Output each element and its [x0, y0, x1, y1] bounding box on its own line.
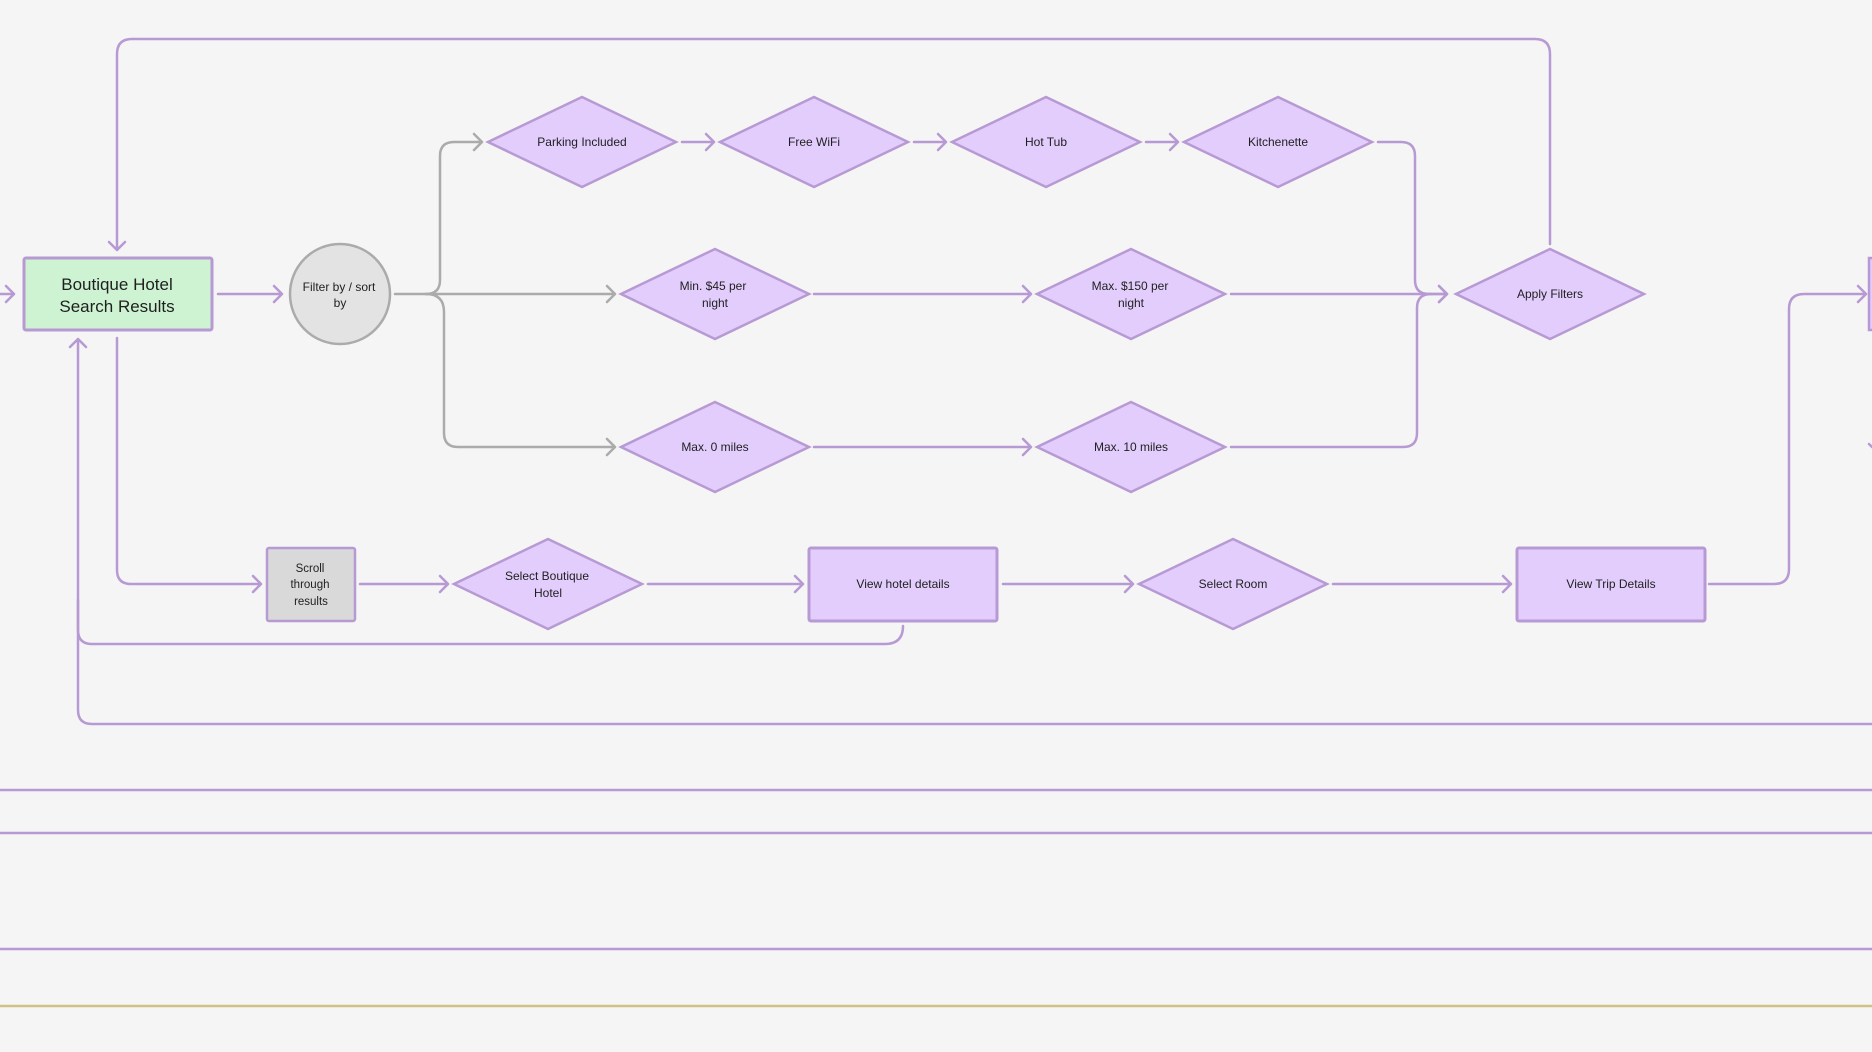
connector-select-hotel-to-details [646, 574, 805, 594]
connector-bottom-back-to-start [76, 598, 1872, 726]
node-min-miles[interactable]: Max. 0 miles [618, 400, 812, 494]
connector-maxmiles-to-apply [1229, 292, 1433, 449]
connector-filter-to-minmiles [424, 292, 617, 457]
node-apply-filters[interactable]: Apply Filters [1453, 247, 1647, 341]
maxprice-label-line1: Max. $150 per [1092, 279, 1169, 293]
node-kitchenette[interactable]: Kitchenette [1181, 95, 1375, 189]
filter-label-line2: by [334, 296, 347, 310]
minmiles-label: Max. 0 miles [681, 440, 748, 454]
node-boutique-hotel-search-results[interactable]: Boutique Hotel Search Results [22, 256, 214, 332]
connector-minprice-to-maxprice [812, 284, 1033, 304]
node-max-price[interactable]: Max. $150 per night [1034, 247, 1228, 341]
node-free-wifi[interactable]: Free WiFi [717, 95, 911, 189]
connector-trip-to-next [1707, 284, 1868, 586]
maxmiles-label: Max. 10 miles [1094, 440, 1168, 454]
node-view-trip-details[interactable]: View Trip Details [1515, 546, 1707, 623]
node-hot-tub[interactable]: Hot Tub [949, 95, 1143, 189]
connector-minmiles-to-maxmiles [812, 437, 1033, 457]
filter-label-line1: Filter by / sort [303, 280, 376, 294]
connector-select-room-to-trip [1331, 574, 1513, 594]
arrowhead-apply-filters [1437, 284, 1449, 304]
details-label: View hotel details [856, 577, 949, 591]
kitchenette-label: Kitchenette [1248, 135, 1308, 149]
node-select-room[interactable]: Select Room [1136, 537, 1330, 631]
selecthotel-label-line1: Select Boutique [505, 569, 589, 583]
hottub-label: Hot Tub [1025, 135, 1067, 149]
node-parking-included[interactable]: Parking Included [485, 95, 679, 189]
scroll-label-line3: results [294, 596, 328, 608]
wifi-label: Free WiFi [788, 135, 840, 149]
apply-label: Apply Filters [1517, 287, 1583, 301]
parking-label: Parking Included [537, 135, 626, 149]
connector-scroll-to-select-hotel [358, 574, 450, 594]
connector-start-to-filter [216, 284, 284, 304]
minprice-label-line2: night [702, 296, 729, 310]
scroll-label-line1: Scroll [296, 563, 325, 575]
clipped-node-edge [1867, 256, 1872, 332]
connector-wifi-to-hottub [912, 132, 948, 152]
connector-filter-to-minprice [424, 284, 617, 304]
selecthotel-label-line2: Hotel [534, 586, 562, 600]
start-label-line2: Search Results [59, 297, 174, 316]
minprice-label-line1: Min. $45 per [680, 279, 747, 293]
start-label-line1: Boutique Hotel [61, 275, 173, 294]
connector-apply-loop-to-start [107, 37, 1552, 252]
trip-label: View Trip Details [1566, 577, 1655, 591]
scroll-label-line2: through [290, 579, 329, 591]
node-min-price[interactable]: Min. $45 per night [618, 247, 812, 341]
connector-hottub-to-kitchenette [1144, 132, 1180, 152]
node-filter-sort[interactable]: Filter by / sort by [288, 242, 392, 346]
selectroom-label: Select Room [1199, 577, 1268, 591]
connector-details-to-select-room [1001, 574, 1135, 594]
connector-parking-to-wifi [680, 132, 716, 152]
node-select-boutique-hotel[interactable]: Select Boutique Hotel [451, 537, 645, 631]
connector-start-to-scroll [115, 336, 263, 594]
entry-connector [0, 284, 16, 304]
maxprice-label-line2: night [1118, 296, 1145, 310]
node-view-hotel-details[interactable]: View hotel details [807, 546, 999, 623]
node-scroll-results[interactable]: Scroll through results [265, 546, 357, 623]
node-max-miles[interactable]: Max. 10 miles [1034, 400, 1228, 494]
